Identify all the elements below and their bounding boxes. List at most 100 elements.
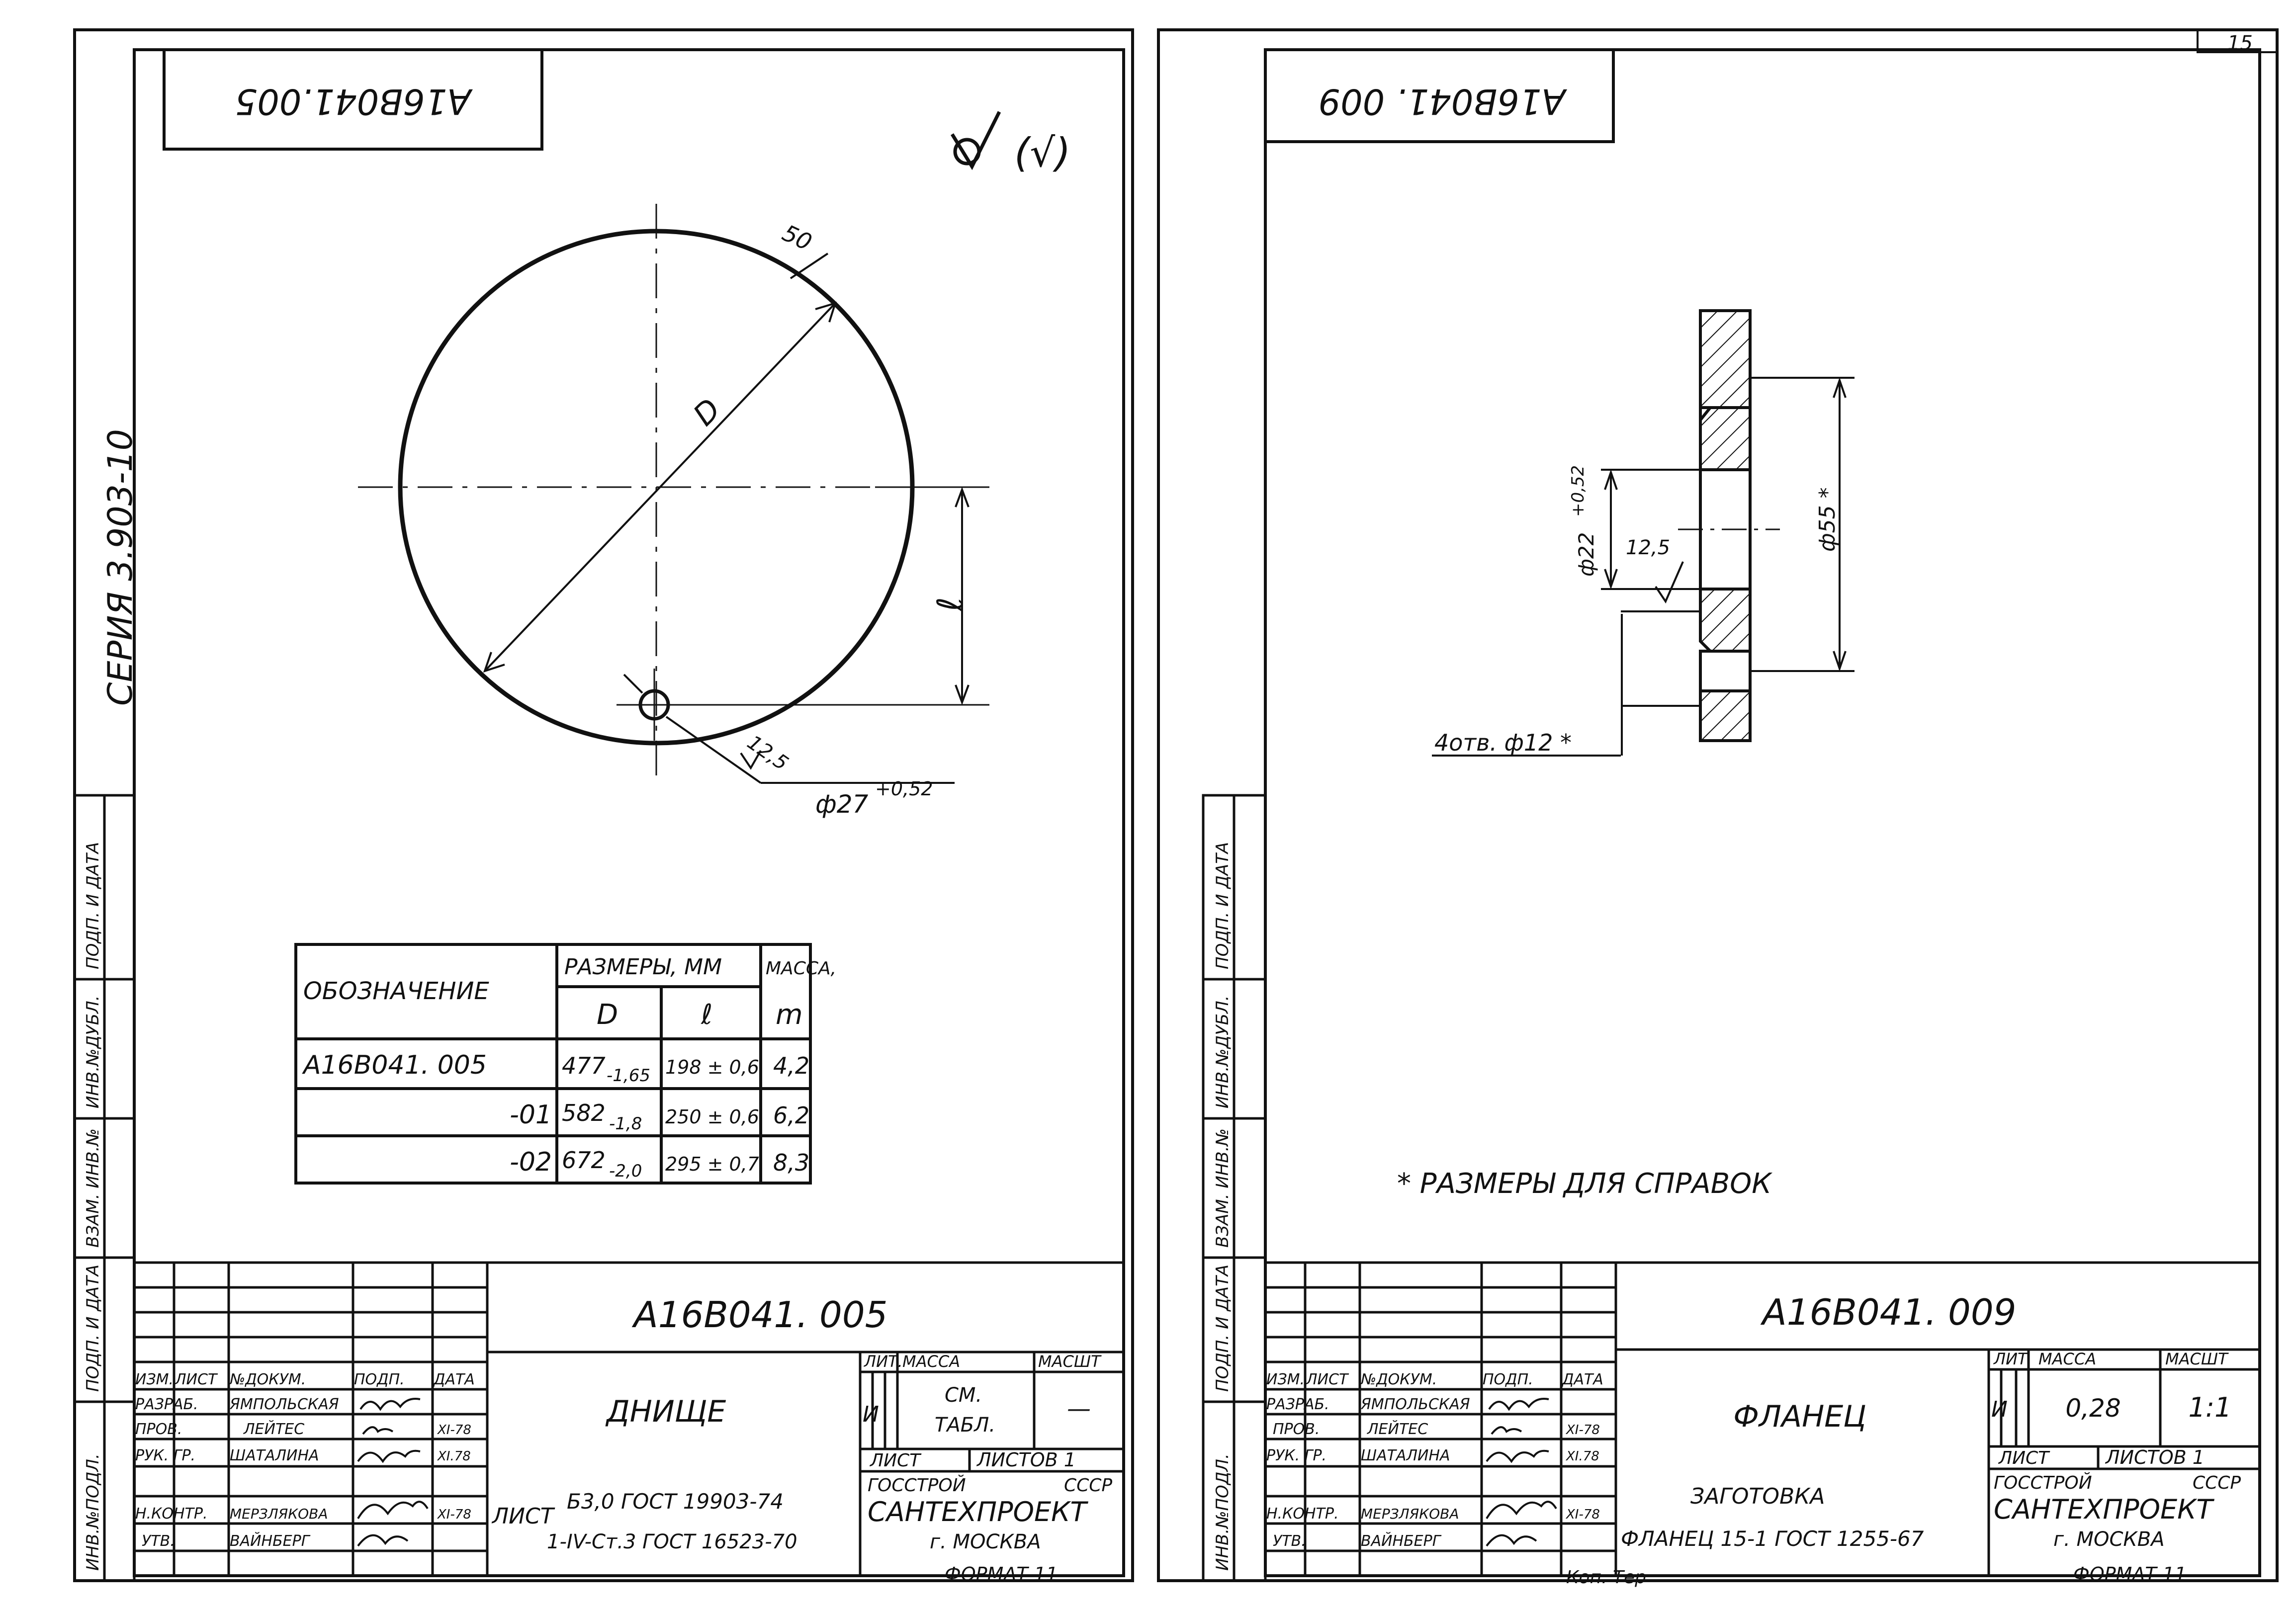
right-margin-label-vzam-inv: ВЗАМ. ИНВ.№ xyxy=(1213,1128,1233,1248)
right-tb-h-massa: МАССА xyxy=(2038,1350,2096,1368)
left-margin-strip xyxy=(73,794,136,1582)
right-format: ФОРМАТ 11 xyxy=(2073,1563,2187,1585)
dim-d22: ф22 xyxy=(1574,532,1598,577)
table-row-2-l: 295 ± 0,7 xyxy=(665,1153,759,1175)
roughness-icon xyxy=(951,111,1001,170)
table-row-2-d: 672 xyxy=(562,1147,606,1174)
table-row-1-des: -01 xyxy=(510,1100,552,1130)
right-tb-utv-role: УТВ. xyxy=(1273,1532,1306,1550)
table-row-1-dtol: -1,8 xyxy=(609,1114,642,1134)
left-tb-h-masht: МАСШТ xyxy=(1038,1352,1102,1371)
left-tb-h-sign: ПОДП. xyxy=(354,1371,405,1388)
right-stamp-code: А16В041. 009 xyxy=(1319,81,1568,122)
margin-label-podp-data-2: ПОДП. И ДАТА xyxy=(83,842,103,969)
left-tb-lit: И xyxy=(863,1402,879,1427)
left-tb-ruk-role: РУК. ГР. xyxy=(135,1447,195,1464)
table-row-0-des: А16В041. 005 xyxy=(302,1050,487,1080)
left-signatures xyxy=(357,1398,429,1547)
left-tb-org-2: САНТЕХПРОЕКТ xyxy=(868,1496,1088,1527)
sheet-borders xyxy=(73,28,2279,1582)
size-table xyxy=(294,943,812,1185)
left-tb-h-lit: ЛИТ. xyxy=(864,1352,903,1371)
right-tb-h-sign: ПОДП. xyxy=(1483,1371,1533,1388)
table-header-mass: МАССА, xyxy=(766,958,836,979)
right-copy-mark: Коп. Тер xyxy=(1566,1567,1646,1588)
right-tb-nkontr-role: Н.КОНТР. xyxy=(1266,1505,1339,1523)
flange-drawing xyxy=(1678,309,1780,742)
left-stamp-code: А16В041.005 xyxy=(235,81,473,122)
roughness-symbol: (√) xyxy=(1014,130,1070,176)
left-tb-masht: — xyxy=(1067,1395,1091,1423)
left-tb-ruk-date: XI.78 xyxy=(437,1449,471,1464)
table-row-1-m: 6,2 xyxy=(773,1102,809,1129)
right-tb-h-lit: ЛИТ xyxy=(1993,1350,2029,1368)
right-margin-label-inv-dubl: ИНВ.№ДУБЛ. xyxy=(1213,996,1233,1108)
right-tb-sheet: ЛИСТ xyxy=(1998,1448,2050,1468)
left-tb-h-izm: ИЗМ. xyxy=(135,1371,174,1388)
left-tb-org-1b: СССР xyxy=(1064,1475,1112,1496)
right-tb-razrab-name: ЯМПОЛЬСКАЯ xyxy=(1360,1396,1470,1413)
table-row-2-des: -02 xyxy=(510,1147,552,1177)
left-tb-name: ДНИЩЕ xyxy=(605,1394,726,1429)
left-sheet: ИНВ.№ПОДЛ. ПОДП. И ДАТА ВЗАМ. ИНВ.№ ИНВ.… xyxy=(73,48,1125,1585)
right-tb-org-3: г. МОСКВА xyxy=(2053,1528,2165,1551)
left-tb-h-date: ДАТА xyxy=(433,1371,475,1388)
flange-dimensions xyxy=(1432,377,1854,757)
table-row-0-m: 4,2 xyxy=(773,1052,809,1079)
dim-hole: ф27 xyxy=(815,790,869,819)
right-margin-label-inv-podl: ИНВ.№ПОДЛ. xyxy=(1213,1453,1233,1571)
table-row-1-d: 582 xyxy=(562,1100,606,1126)
right-tb-nkontr-date: XI-78 xyxy=(1565,1507,1600,1522)
right-tb-code: А16В041. 009 xyxy=(1761,1291,2017,1333)
right-tb-utv-name: ВАЙНБЕРГ xyxy=(1361,1532,1442,1550)
dim-holes: 4отв. ф12 * xyxy=(1434,729,1572,756)
left-tb-prov-name: ЛЕЙТЕС xyxy=(243,1420,304,1438)
left-frame xyxy=(133,48,1125,1577)
left-tb-nkontr-name: МЕРЗЛЯКОВА xyxy=(230,1506,328,1522)
disc-drawing xyxy=(358,204,989,784)
dim-r125: 12,5 xyxy=(1626,536,1670,559)
left-tb-nkontr-date: XI-78 xyxy=(437,1507,471,1522)
right-margin-strip xyxy=(1202,794,1267,1582)
table-header-l: ℓ xyxy=(701,999,712,1031)
left-tb-material-prefix: ЛИСТ xyxy=(491,1504,555,1529)
left-tb-razrab-name: ЯМПОЛЬСКАЯ xyxy=(229,1396,339,1413)
right-tb-org-1b: СССР xyxy=(2193,1473,2241,1493)
table-row-2-dtol: -2,0 xyxy=(609,1161,642,1181)
left-tb-utv-role: УТВ. xyxy=(142,1532,175,1550)
table-row-0-l: 198 ± 0,6 xyxy=(665,1056,759,1078)
right-tb-ruk-date: XI.78 xyxy=(1565,1449,1599,1464)
right-tb-prov-name: ЛЕЙТЕС xyxy=(1367,1420,1428,1438)
right-tb-ruk-name: ШАТАЛИНА xyxy=(1361,1447,1450,1464)
left-tb-material-1: Б3,0 ГОСТ 19903-74 xyxy=(567,1489,784,1514)
left-tb-sheets: ЛИСТОВ 1 xyxy=(976,1449,1076,1471)
right-tb-ruk-role: РУК. ГР. xyxy=(1266,1447,1326,1464)
right-tb-name: ФЛАНЕЦ xyxy=(1733,1399,1866,1434)
left-tb-org-3: г. МОСКВА xyxy=(930,1530,1041,1553)
table-row-1-l: 250 ± 0,6 xyxy=(665,1106,759,1128)
right-tb-org-1: ГОССТРОЙ xyxy=(1994,1472,2092,1493)
right-margin-label-podp-data-2: ПОДП. И ДАТА xyxy=(1213,842,1233,969)
dim-d22-tol: +0,52 xyxy=(1568,465,1588,517)
left-tb-prov-role: ПРОВ. xyxy=(135,1421,182,1438)
left-tb-nkontr-role: Н.КОНТР. xyxy=(135,1505,208,1523)
left-tb-material-2: 1-IV-Ст.3 ГОСТ 16523-70 xyxy=(547,1530,797,1553)
dim-l: ℓ xyxy=(930,597,971,612)
table-row-0-d: 477 xyxy=(562,1052,606,1079)
table-header-d: D xyxy=(597,999,618,1031)
left-tb-h-list: ЛИСТ xyxy=(175,1371,218,1388)
left-tb-h-massa: МАССА xyxy=(902,1352,960,1371)
left-tb-massa-1: СМ. xyxy=(945,1384,982,1407)
right-tb-massa: 0,28 xyxy=(2065,1394,2120,1423)
right-tb-material-2: ФЛАНЕЦ 15-1 ГОСТ 1255-67 xyxy=(1621,1526,1924,1551)
right-tb-org-2: САНТЕХПРОЕКТ xyxy=(1994,1494,2214,1525)
margin-label-inv-podl: ИНВ.№ПОДЛ. xyxy=(83,1453,103,1571)
right-tb-material-1: ЗАГОТОВКА xyxy=(1690,1484,1825,1509)
dim-D: D xyxy=(687,392,727,432)
table-header-designation: ОБОЗНАЧЕНИЕ xyxy=(303,977,489,1005)
right-tb-h-masht: МАСШТ xyxy=(2165,1350,2229,1368)
left-tb-utv-name: ВАЙНБЕРГ xyxy=(230,1532,311,1550)
right-tb-h-list: ЛИСТ xyxy=(1306,1371,1349,1388)
reference-note: * РАЗМЕРЫ ДЛЯ СПРАВОК xyxy=(1397,1168,1772,1200)
